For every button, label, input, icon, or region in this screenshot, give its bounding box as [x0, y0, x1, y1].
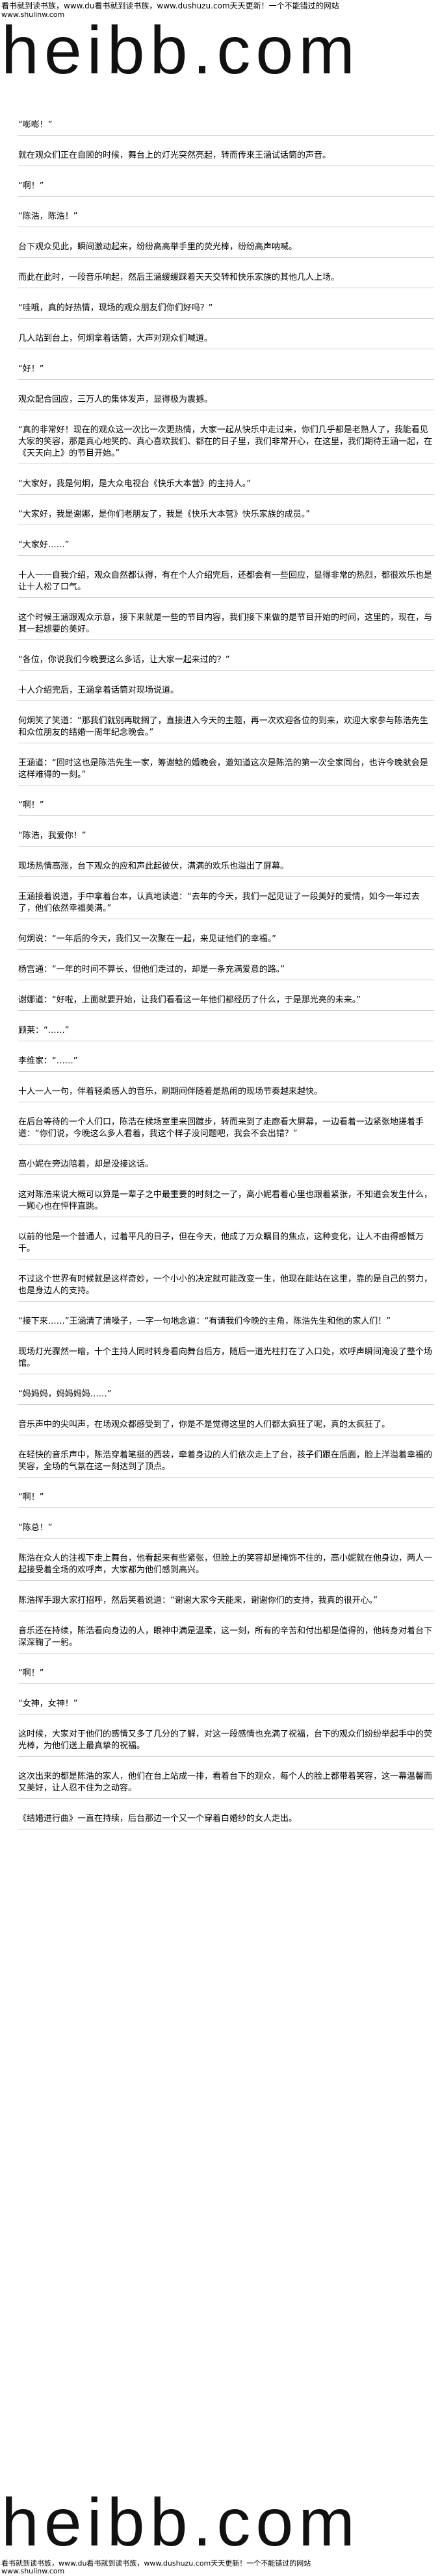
paragraph: “好！”	[18, 360, 434, 380]
paragraph: 高小妮在旁边陪着，却是没接这话。	[18, 1155, 434, 1175]
paragraph: 音乐还在持续，陈浩看向身边的人，眼神中满是温柔，这一刻，所有的辛苦和付出都是值得…	[18, 1622, 434, 1653]
paragraph: “哇哦，真的好热情，现场的观众朋友们你们好吗？”	[18, 299, 434, 319]
paragraph: 陈浩在众人的注视下走上舞台，他看起来有些紧张，但脸上的笑容却是掩饰不住的，高小妮…	[18, 1549, 434, 1581]
paragraph: “陈浩，我爱你！”	[18, 826, 434, 847]
paragraph: 顾莱：“……”	[18, 1021, 434, 1041]
paragraph: 《结婚进行曲》一直在持续，后台那边一个又一个穿着白婚纱的女人走出。	[18, 1809, 434, 1829]
top-watermark: 看书就到读书族，www.du看书就到读书族，www.dushuzu.com天天更…	[0, 0, 440, 38]
paragraph: 在后台等待的一个人们口，陈浩在候场室里来回踱步，转而来到了走廊看大屏幕，一边看着…	[18, 1113, 434, 1145]
paragraph: 几人站到台上，何炯拿着话筒，大声对观众们喊道。	[18, 329, 434, 349]
paragraph: “嘭嘭！”	[18, 116, 434, 136]
paragraph: 杨宫通：“一年的时间不算长，但他们走过的，却是一条充满爱意的路。”	[18, 960, 434, 980]
paragraph: “啊！”	[18, 177, 434, 197]
site-url-text: www.shulinw.com	[1, 10, 65, 19]
site-logo: heibb.com	[1, 13, 360, 88]
paragraph: “真的非常好！现在的观众这一次比一次更热情，大家一起从快乐中走过来，你们几乎都是…	[18, 421, 434, 464]
paragraph: 而此在此时，一段音乐响起，然后王涵缓缓踩着天天交转和快乐家族的其他几人上场。	[18, 268, 434, 288]
paragraph: 音乐声中的尖叫声，在场观众都感受到了，你是不是觉得这里的人们都太疯狂了呢，真的太…	[18, 1415, 434, 1435]
site-banner-text-bottom: 看书就到读书族，www.du看书就到读书族，www.dushuzu.com天天更…	[1, 2559, 311, 2568]
paragraph: “大家好，我是谢娜，是你们老朋友了，我是《快乐大本营》快乐家族的成员。”	[18, 505, 434, 525]
paragraph: 王涵接着说道，手中拿着台本，认真地读道：“去年的今天，我们一起见证了一段美好的爱…	[18, 887, 434, 919]
article-body: “嘭嘭！” 就在观众们正在自顾的时候，舞台上的灯光突然亮起，转而传来王涵试话筒的声…	[18, 116, 434, 1840]
paragraph: “啊！”	[18, 796, 434, 816]
paragraph: “女神，女神！”	[18, 1694, 434, 1715]
paragraph: 就在观众们正在自顾的时候，舞台上的灯光突然亮起，转而传来王涵试话筒的声音。	[18, 146, 434, 166]
paragraph: “各位，你说我们今晚要这么多话，让大家一起来过的？”	[18, 650, 434, 671]
paragraph: 李维家：“……”	[18, 1052, 434, 1072]
paragraph: 这时候，大家对于他们的感情又多了几分的了解，对这一段感情也充满了祝福，台下的观众…	[18, 1725, 434, 1757]
paragraph: “大家好，我是何炯，是大众电视台《快乐大本营》的主持人。”	[18, 475, 434, 495]
paragraph: “妈妈妈，妈妈妈妈……”	[18, 1385, 434, 1405]
paragraph: 王涵道：“回时这也是陈浩先生一家，筹谢鲶的婚晚会，邀知道这次是陈浩的第一次全家同…	[18, 754, 434, 786]
paragraph: 何炯说：“一年后的今天，我们又一次聚在一起，来见证他们的幸福。”	[18, 930, 434, 950]
paragraph: 以前的他是一个普通人，过着平凡的日子，但在今天，他成了万众瞩目的焦点，这种变化，…	[18, 1228, 434, 1259]
paragraph: 在轻快的音乐声中，陈浩穿着笔挺的西装，牵着身边的人们依次走上了台，孩子们跟在后面…	[18, 1446, 434, 1478]
paragraph: 这对陈浩来说大概可以算是一辈子之中最重要的时刻之一了，高小妮看着心里也跟着紧张，…	[18, 1185, 434, 1217]
paragraph: 十人一人一句，伴着轻柔感人的音乐，刷期间伴随着是热闹的现场节奏越来越快。	[18, 1082, 434, 1102]
paragraph: “啊！”	[18, 1664, 434, 1684]
paragraph: 现场灯光骤然一暗，十个主持人同时转身看向舞台后方，随后一道光柱打在了入口处，欢呼…	[18, 1343, 434, 1374]
paragraph: “陈总！”	[18, 1518, 434, 1539]
paragraph: 陈浩挥手跟大家打招呼，然后笑着说道：“谢谢大家今天能来，谢谢你们的支持，我真的很…	[18, 1591, 434, 1611]
paragraph: 不过这个世界有时候就是这样奇妙，一个小小的决定就可能改变一生，他现在能站在这里，…	[18, 1270, 434, 1302]
paragraph: 台下观众见此，瞬间激动起来，纷纷高高举手里的荧光棒，纷纷高声呐喊。	[18, 238, 434, 258]
paragraph: 何炯笑了笑道：“那我们就别再耽搁了，直接进入今天的主题，再一次欢迎各位的到来，欢…	[18, 712, 434, 743]
site-url-text-bottom: www.shulinw.com	[1, 2567, 65, 2575]
paragraph: “啊！”	[18, 1488, 434, 1508]
paragraph: 十人一一自我介绍，观众自然都认得，有在个人介绍完后，还都会有一些回应，显得非常的…	[18, 566, 434, 598]
paragraph: 现场热情高涨，台下观众的应和声此起彼伏，满满的欢乐也溢出了屏幕。	[18, 857, 434, 877]
paragraph: “大家好……”	[18, 536, 434, 556]
paragraph: 谢娜道：“好啦，上面就要开始，让我们看看这一年他们都经历了什么，于是那光亮的未来…	[18, 991, 434, 1011]
paragraph: 十人介绍完后，王涵拿着话筒对现场说道。	[18, 681, 434, 701]
paragraph: “陈浩，陈浩！”	[18, 207, 434, 227]
paragraph: 观众配合回应，三万人的集体发声，显得极为震撼。	[18, 390, 434, 410]
site-banner-text: 看书就到读书族，www.du看书就到读书族，www.dushuzu.com天天更…	[1, 1, 339, 10]
site-logo-bottom: heibb.com	[1, 2485, 360, 2560]
paragraph: “接下来……”王涵清了清嗓子，一字一句地念道：“有请我们今晚的主角，陈浩先生和他…	[18, 1312, 434, 1332]
paragraph: 这个时候王涵跟观众示意，接下来就是一些的节目内容，我们接下来做的是节目开始的时间…	[18, 608, 434, 640]
paragraph: 这次出来的都是陈浩的家人，他们在台上站成一排，看着台下的观众，每个人的脸上都带着…	[18, 1767, 434, 1799]
